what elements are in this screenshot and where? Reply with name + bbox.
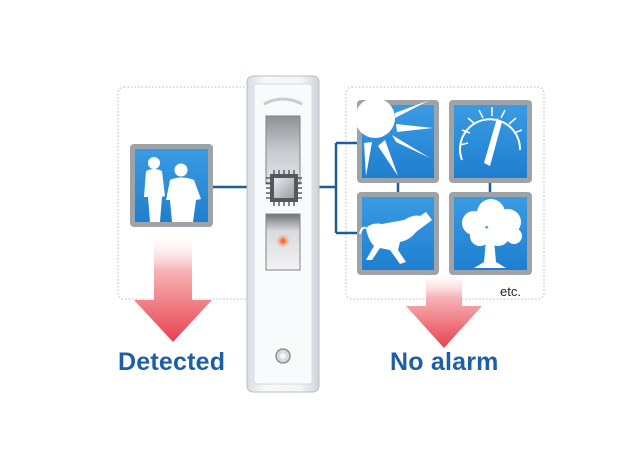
- detected-arrow: [134, 232, 212, 342]
- microchip-icon: [266, 170, 302, 206]
- sun-tile: [355, 98, 439, 183]
- etc-label: etc.: [500, 284, 521, 299]
- detected-label: Detected: [118, 348, 226, 376]
- tree-tile: [449, 192, 532, 275]
- tree-icon: [462, 199, 522, 268]
- pir-sensor-body: [246, 75, 320, 393]
- sun-icon: [355, 98, 433, 176]
- no-alarm-label: No alarm: [390, 348, 499, 376]
- heat-gauge-icon: [459, 107, 523, 161]
- humans-tile: [130, 144, 213, 227]
- no-alarm-arrow: [406, 270, 482, 348]
- dog-tile: [357, 192, 439, 275]
- running-dog-icon: [359, 212, 432, 264]
- heat-gauge-tile: [449, 100, 532, 183]
- people-silhouette-icon: [144, 157, 201, 222]
